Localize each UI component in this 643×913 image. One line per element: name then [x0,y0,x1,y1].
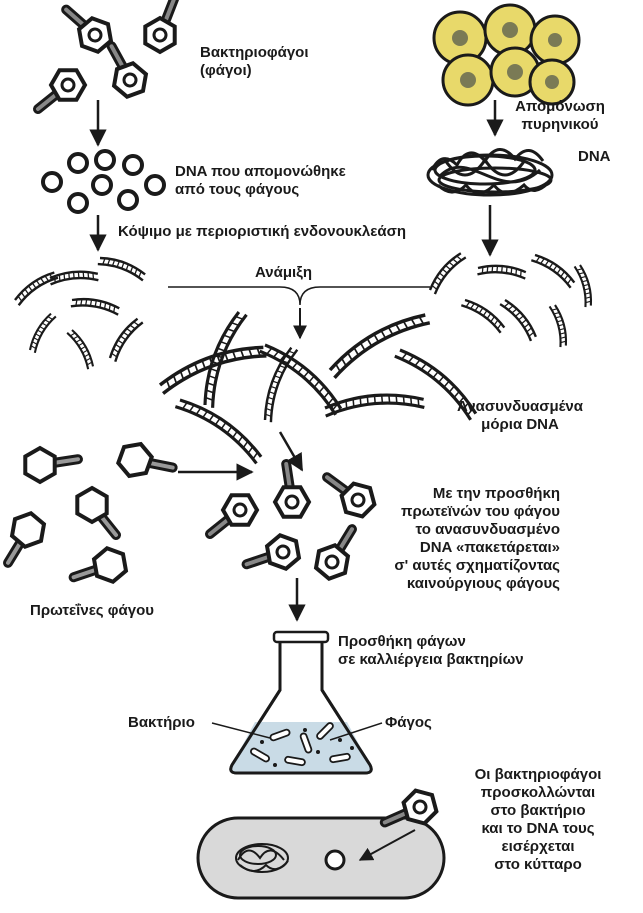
label-phages-line2: (φάγοι) [200,62,252,79]
label-attach-line6: στο κύτταρο [494,856,582,873]
label-phage-dna-line2: από τους φάγους [175,181,300,198]
phage-proteins [0,432,173,594]
nuclear-dna-tangle [426,148,554,197]
label-isolation-line1: Απομόνωση [515,98,605,115]
label-attach-line5: εισέρχεται [501,838,575,855]
label-recombinant-line2: μόρια DNA [481,416,559,433]
phage-dna-rings [41,149,166,214]
label-bacterium: Βακτήριο [128,714,195,731]
label-add-phages-line2: σε καλλιέργεια βακτηρίων [338,651,524,668]
label-mixing: Ανάμιξη [255,264,313,281]
label-phages-line1: Βακτηριοφάγοι [200,44,309,61]
arrow-8 [358,829,416,861]
label-phage-dna: DNA που απομονώθηκε από τους φάγους [175,163,346,199]
label-add-phages-line1: Προσθήκη φάγων [338,633,466,650]
arrow-5 [278,431,304,472]
label-isolation-line2: πυρηνικού [521,116,599,133]
label-phage-proteins: Πρωτεΐνες φάγου [30,602,154,619]
label-packaging-line4: DNA «πακετάρεται» [419,539,560,556]
label-packaging-line1: Με την προσθήκη [432,485,560,502]
label-cutting: Κόψιμο με περιοριστική ενδονουκλεάση [118,223,406,240]
pointer-bacterium [211,722,271,739]
mixing-bracket [168,286,430,306]
label-recombinant: Ανασυνδυασμένα μόρια DNA [455,398,585,434]
label-phage-dna-line1: DNA που απομονώθηκε [175,163,346,180]
label-phages: Βακτηριοφάγοι (φάγοι) [200,44,309,80]
label-phage: Φάγος [385,714,432,731]
recombinant-dna [155,305,483,465]
label-packaging-line2: πρωτεϊνών του φάγου [400,503,560,520]
label-attach: Οι βακτηριοφάγοι προσκολλώνται στο βακτή… [468,766,608,874]
label-add-phages: Προσθήκη φάγων σε καλλιέργεια βακτηρίων [338,633,524,669]
label-attach-line3: στο βακτήριο [490,802,586,819]
phage-dna-fragments [11,253,148,371]
label-attach-line4: και το DNA τους [481,820,595,837]
pointer-phage [329,722,383,741]
label-attach-line2: προσκολλώνται [480,784,596,801]
label-packaging: Με την προσθήκη πρωτεϊνών του φάγου το α… [360,485,560,593]
eukaryotic-cells [432,3,581,107]
label-packaging-line6: καινούργιους φάγους [406,575,560,592]
label-packaging-line5: σ' αυτές σχηματίζοντας [394,557,560,574]
label-nuclear-dna: DNA [578,148,611,165]
label-isolation: Απομόνωση πυρηνικού [505,98,615,134]
label-packaging-line3: το ανασυνδυασμένο [415,521,561,538]
culture-flask [229,630,373,775]
label-recombinant-line1: Ανασυνδυασμένα [457,398,583,415]
phage-group-top [38,0,193,109]
nuclear-dna-fragments [425,249,596,349]
label-attach-line1: Οι βακτηριοφάγοι [474,766,602,783]
bacterium-cell [196,785,446,900]
new-phages [210,464,377,582]
